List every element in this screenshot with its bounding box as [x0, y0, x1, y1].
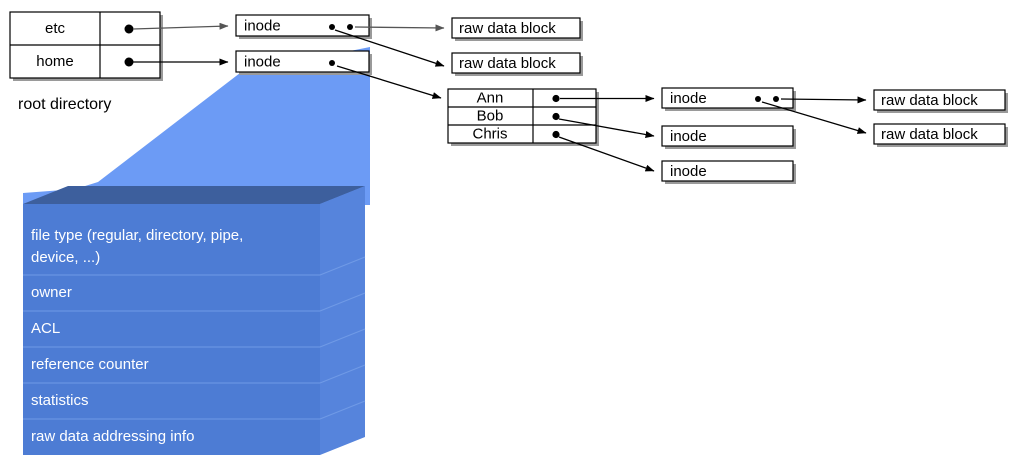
panel-front-face	[23, 204, 320, 455]
inode-box-etc-pointer-1	[329, 24, 335, 30]
inode-box-home-pointer-1	[329, 60, 335, 66]
panel-top-face	[23, 186, 365, 204]
panel-side-face	[320, 186, 365, 455]
panel-row-acl: ACL	[31, 320, 60, 337]
connector-bob-to-inode	[558, 118, 655, 138]
panel-row-statistics: statistics	[31, 392, 89, 409]
home-entry-pointer-chris	[552, 130, 560, 139]
home-entry-pointer-bob	[552, 112, 560, 121]
connector-inode-home-to-home-dir	[336, 65, 442, 99]
inode-box-ann-pointer-1	[755, 96, 761, 102]
inode-box-ann: inode	[661, 87, 796, 111]
inode-box-ann-label: inode	[670, 90, 707, 107]
panel-row-file-type-line2: device, ...)	[31, 249, 100, 266]
root-entry-pointer-etc	[124, 24, 134, 34]
connector-inode-ann-to-raw-4	[761, 101, 867, 134]
connector-inode-etc-to-raw-1	[354, 24, 445, 32]
home-entry-name-bob: Bob	[477, 107, 504, 124]
home-entry-name-ann: Ann	[477, 89, 504, 106]
home-entry-name-chris: Chris	[472, 125, 507, 142]
raw-data-block-1: raw data block	[451, 17, 583, 41]
raw-data-block-4-label: raw data block	[881, 126, 978, 143]
raw-data-block-3: raw data block	[873, 89, 1008, 113]
connector-chris-to-inode	[558, 136, 655, 172]
inode-box-chris: inode	[661, 160, 796, 184]
root-entry-pointer-home	[124, 57, 134, 67]
raw-data-block-1-label: raw data block	[459, 20, 556, 37]
inode-box-ann-pointer-2	[773, 96, 779, 102]
callout-wedge	[23, 47, 370, 205]
root-directory-table: etc home	[9, 11, 163, 81]
inode-box-etc-pointer-2	[347, 24, 353, 30]
connector-etc-to-inode	[132, 22, 229, 30]
raw-data-block-2-label: raw data block	[459, 55, 556, 72]
panel-row-reference-counter: reference counter	[31, 356, 149, 373]
root-entry-name-home: home	[36, 53, 74, 70]
root-directory-caption: root directory	[18, 96, 111, 113]
root-entry-name-etc: etc	[45, 20, 66, 37]
home-directory-table: Ann Bob Chris	[447, 88, 599, 146]
inode-detail-panel: file type (regular, directory, pipe, dev…	[23, 186, 366, 455]
connector-inode-etc-to-raw-2	[334, 29, 445, 67]
raw-data-block-2: raw data block	[451, 52, 583, 76]
panel-row-owner: owner	[31, 284, 72, 301]
raw-data-block-3-label: raw data block	[881, 92, 978, 109]
panel-row-raw-data-addressing: raw data addressing info	[31, 428, 194, 445]
raw-data-block-4: raw data block	[873, 123, 1008, 147]
inode-box-bob-label: inode	[670, 128, 707, 145]
inode-box-home: inode	[235, 50, 372, 75]
inode-box-home-label: inode	[244, 53, 281, 70]
home-entry-pointer-ann	[552, 94, 560, 103]
panel-row-file-type-line1: file type (regular, directory, pipe,	[31, 227, 243, 244]
inode-box-etc-label: inode	[244, 17, 281, 34]
inode-box-chris-label: inode	[670, 163, 707, 180]
connector-inode-ann-to-raw-3	[780, 96, 867, 104]
inode-box-bob: inode	[661, 125, 796, 149]
